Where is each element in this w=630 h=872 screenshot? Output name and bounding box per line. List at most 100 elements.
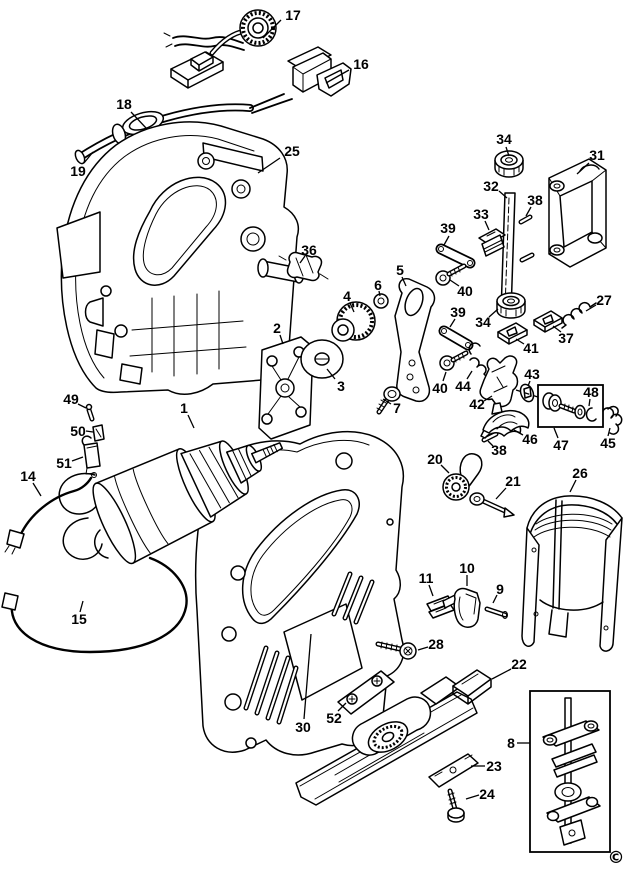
part-label-21: 21 (505, 473, 521, 489)
part-leader-27 (585, 304, 597, 312)
part-label-52: 52 (326, 710, 342, 726)
part-leader-5 (401, 276, 407, 287)
part-label-38: 38 (491, 442, 507, 458)
part-label-37: 37 (558, 330, 574, 346)
part-18-cable (74, 93, 293, 165)
part-leader-22 (491, 668, 512, 680)
part-leader-11 (428, 584, 434, 597)
part-24-screw (447, 788, 465, 823)
part-30-housing-half (194, 430, 405, 756)
part-20-lever (442, 453, 483, 501)
part-leader-32 (498, 190, 508, 199)
part-leader-40 (442, 371, 447, 382)
part-leader-14 (32, 482, 42, 497)
part-leader-38 (525, 206, 532, 217)
part-47-roller-assembly-box (537, 384, 604, 428)
part-label-11: 11 (419, 570, 434, 586)
part-label-39: 39 (440, 220, 456, 236)
part-49-screw (85, 403, 93, 411)
part-leader-39 (443, 235, 450, 246)
part-5-lever (394, 277, 436, 403)
part-leader-25 (257, 157, 281, 174)
part-label-2: 2 (273, 320, 281, 336)
part-label-20: 20 (427, 451, 443, 467)
part-49-50-51-brush-set (81, 403, 105, 475)
part-17-speed-control (163, 9, 277, 89)
part-22-shoe-assembly (295, 669, 492, 806)
part-leader-21 (495, 487, 507, 500)
part-37-insert (533, 310, 563, 333)
part-39-40-lower-link-screw (438, 325, 474, 371)
part-1-motor (58, 440, 284, 565)
part-leader-4 (349, 302, 355, 313)
part-label-5: 5 (396, 262, 404, 278)
part-leader-6 (378, 290, 381, 297)
part-leader-44 (466, 370, 473, 380)
part-3-washer (300, 339, 344, 379)
part-39-40-upper-link-screw (435, 243, 476, 286)
part-label-39: 39 (450, 304, 466, 320)
part-label-40: 40 (432, 380, 448, 396)
part-48-retaining-ring (585, 407, 597, 422)
part-leader-24 (465, 794, 480, 800)
part-45-spring (602, 405, 623, 435)
part-label-34: 34 (496, 131, 512, 147)
part-label-32: 32 (483, 178, 499, 194)
part-14-wire (4, 472, 97, 555)
part-leader-49 (77, 403, 87, 409)
part-leader-31 (576, 162, 590, 175)
part-34-lower-roller (496, 292, 526, 319)
part-21-pin (469, 492, 515, 518)
part-42-blade-holder (479, 355, 519, 415)
part-36-clip (278, 251, 329, 282)
part-label-28: 28 (428, 636, 444, 652)
part-46-blade-guide (480, 409, 530, 439)
part-leader-3 (326, 368, 336, 380)
copyright-symbol: © (608, 848, 625, 868)
part-label-48: 48 (583, 384, 599, 400)
part-leader-52 (337, 702, 347, 712)
part-label-27: 27 (596, 292, 612, 308)
part-leader-2 (279, 334, 284, 345)
part-44-spring (468, 342, 490, 380)
part-26-cover (521, 494, 623, 654)
part-label-14: 14 (20, 468, 36, 484)
part-leader-47 (553, 427, 559, 439)
part-label-4: 4 (343, 288, 351, 304)
part-8-plunger-assembly-box (529, 690, 611, 853)
part-label-9: 9 (496, 581, 504, 597)
part-23-plate (428, 753, 479, 788)
part-34-top-roller (494, 150, 524, 178)
part-31-support-bracket (548, 158, 607, 268)
part-16-switch (287, 46, 352, 97)
part-label-25: 25 (284, 143, 300, 159)
part-leader-20 (440, 464, 450, 474)
part-leader-51 (71, 456, 84, 462)
part-leader-39 (449, 318, 456, 328)
part-label-24: 24 (479, 786, 495, 802)
part-leader-30 (303, 633, 312, 720)
part-leader-15 (79, 600, 84, 613)
part-label-41: 41 (523, 340, 539, 356)
part-leader-50 (85, 430, 94, 433)
part-15-wire (1, 556, 188, 654)
part-label-34: 34 (475, 314, 491, 330)
part-leader-18 (130, 111, 147, 129)
part-leader-41 (515, 338, 525, 345)
part-label-23: 23 (486, 758, 502, 774)
part-leader-46 (513, 429, 524, 436)
part-label-30: 30 (295, 719, 311, 735)
part-7-screw (376, 386, 401, 415)
part-label-3: 3 (337, 378, 345, 394)
part-41-insert (497, 322, 528, 345)
part-leader-19 (83, 151, 94, 164)
part-label-42: 42 (469, 396, 485, 412)
part-label-31: 31 (589, 147, 605, 163)
part-label-33: 33 (473, 206, 489, 222)
part-28-screw (375, 641, 417, 660)
part-leader-42 (483, 395, 493, 402)
part-leader-33 (484, 220, 490, 231)
part-label-19: 19 (70, 163, 86, 179)
part-9-pin (484, 606, 508, 619)
